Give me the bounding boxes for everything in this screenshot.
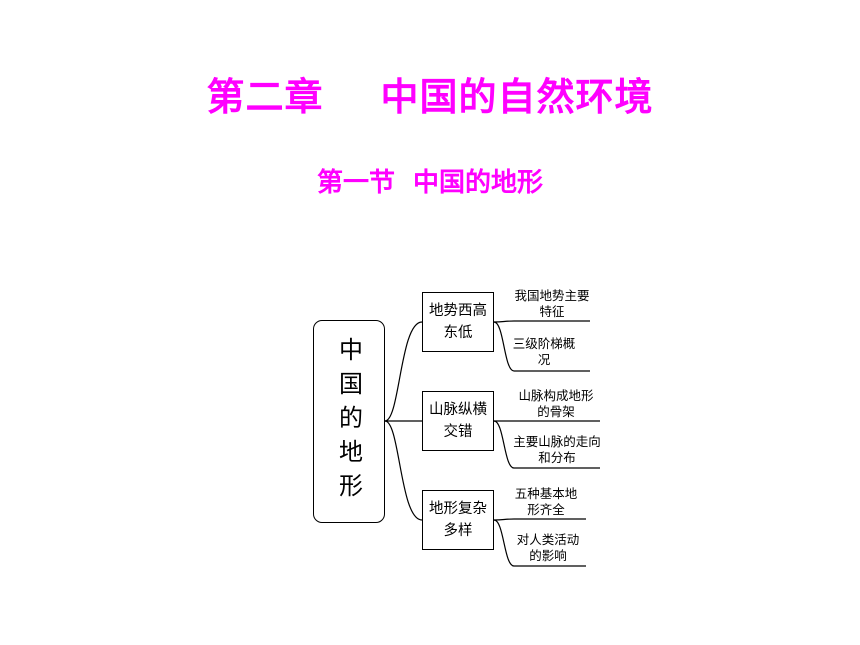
connector-branch-1-leaf-1 [493,320,590,323]
branch-node-terrain-slope: 地势西高东低 [422,292,494,352]
connector-branch-2-leaf-2 [493,420,600,469]
root-node: 中国的地形 [313,320,385,523]
section-title: 第一节 中国的地形 [316,168,544,198]
connector-branch-3-leaf-2 [493,519,586,567]
connector-root-branch-1 [384,321,423,422]
leaf-node: 主要山脉的走向和分布 [513,434,601,465]
connector-root-branch-3 [384,420,423,521]
connector-branch-1-leaf-2 [493,321,590,372]
leaf-node: 三级阶梯概况 [512,336,576,367]
connector-branch-3-leaf-1 [493,518,586,521]
leaf-node: 山脉构成地形的骨架 [518,388,594,419]
leaf-node: 我国地势主要特征 [514,288,590,319]
leaf-node: 对人类活动的影响 [516,532,580,563]
branch-node-mountains: 山脉纵横交错 [422,391,494,451]
branch-node-landforms: 地形复杂多样 [422,490,494,550]
root-node-label: 中国的地形 [334,336,363,507]
leaf-node: 五种基本地形齐全 [514,486,578,517]
chapter-title: 第二章 中国的自然环境 [206,75,654,119]
